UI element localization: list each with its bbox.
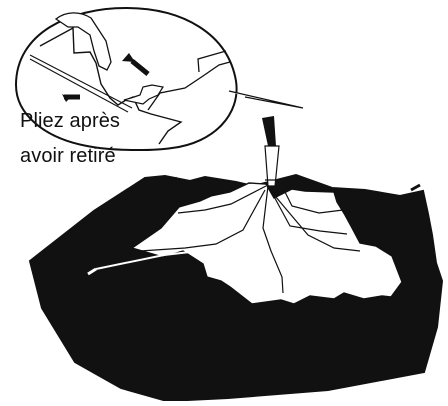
instruction-text: Pliez après avoir retiré (20, 104, 180, 174)
instruction-text-line-1: Pliez après (20, 104, 180, 139)
callout-pointer (229, 91, 303, 108)
center-pole-top (262, 116, 276, 146)
instruction-text-line-2: avoir retiré (20, 139, 180, 174)
edge-hook (411, 185, 420, 190)
